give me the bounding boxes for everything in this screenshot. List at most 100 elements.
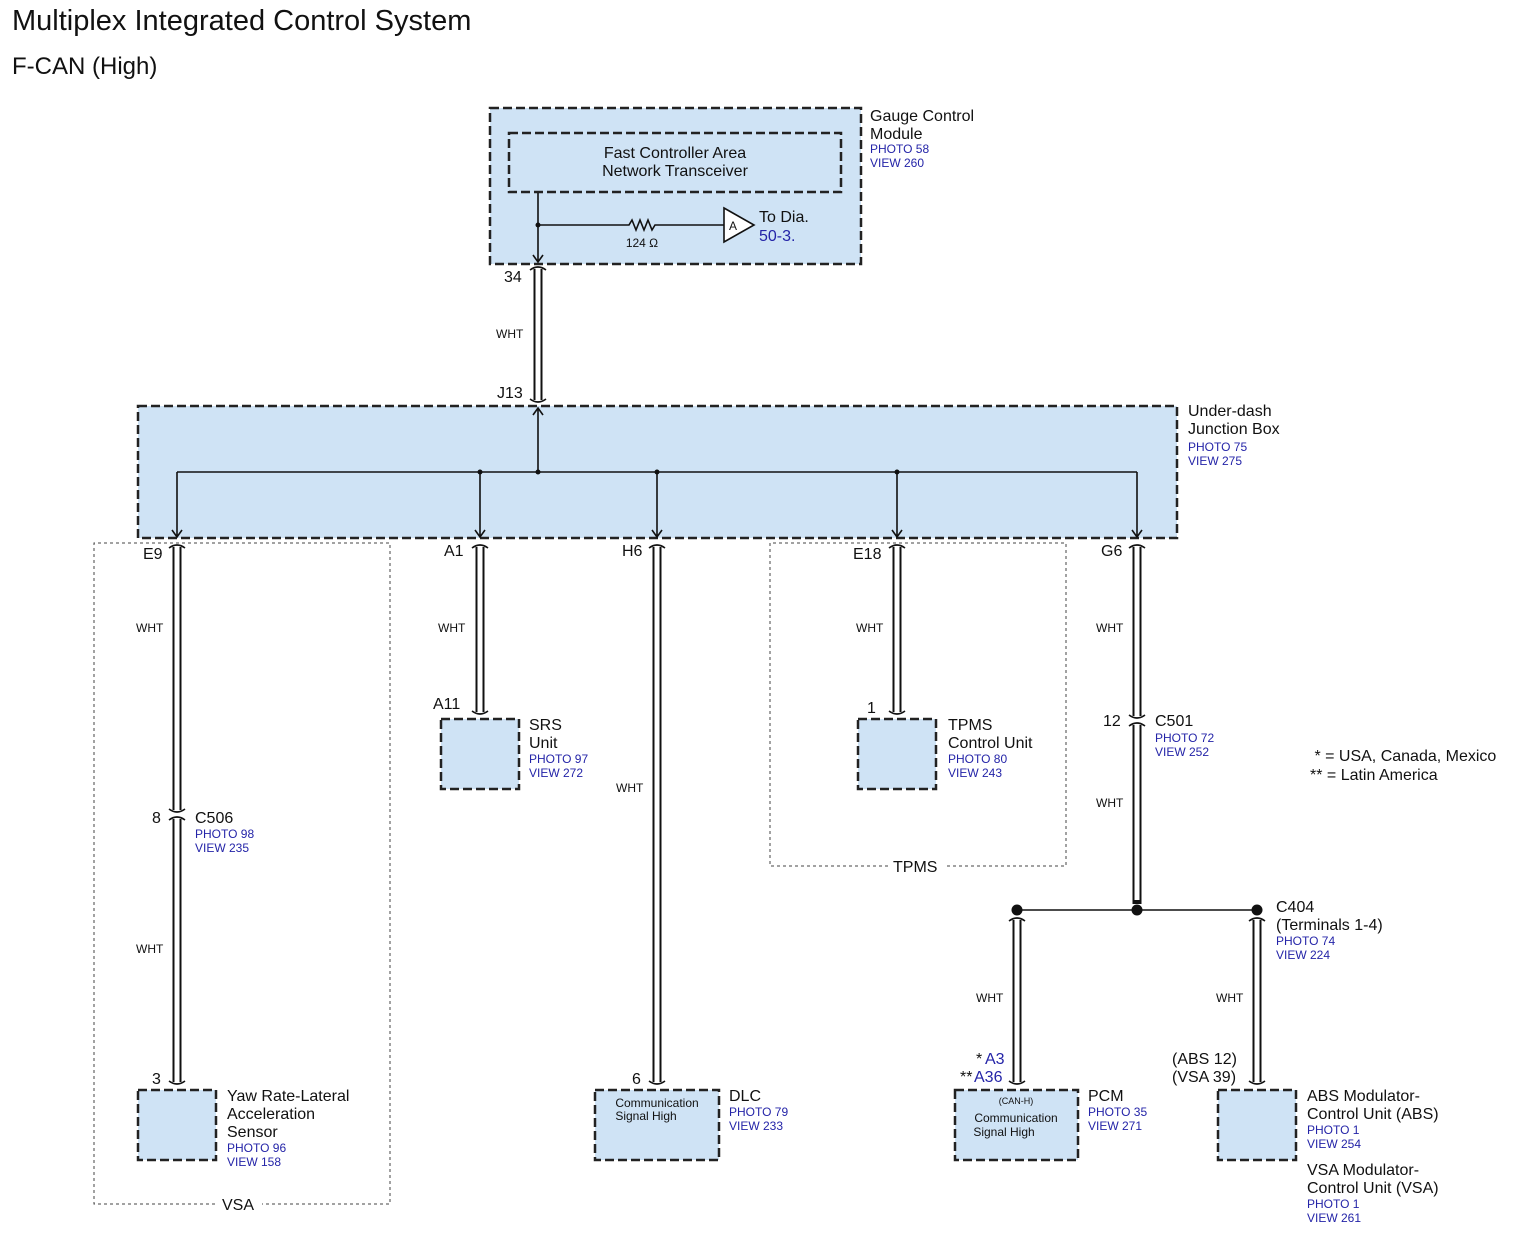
wire-g6-c501 xyxy=(1128,544,1146,719)
pcm-view-link[interactable]: VIEW 271 xyxy=(1088,1119,1142,1133)
gauge-photo-link[interactable]: PHOTO 58 xyxy=(870,142,929,156)
srs-view-link[interactable]: VIEW 272 xyxy=(529,766,583,780)
pin-a1: A1 xyxy=(444,543,464,560)
transceiver-label-2: Network Transceiver xyxy=(602,163,748,180)
tpms-photo-link[interactable]: PHOTO 80 xyxy=(948,752,1007,766)
c506-pin: 8 xyxy=(152,810,161,827)
tpms-control-unit-box xyxy=(856,717,938,791)
srs-name-2: Unit xyxy=(529,735,558,752)
resistor-label: 124 Ω xyxy=(626,236,658,250)
srs-photo-link[interactable]: PHOTO 97 xyxy=(529,752,588,766)
pcm-inner-tag: (CAN-H) xyxy=(999,1096,1034,1106)
vsa-group-outline xyxy=(93,542,391,1205)
wire-e18-tpms xyxy=(888,544,906,715)
junction-feed-line xyxy=(532,406,544,472)
yaw-name-2: Acceleration xyxy=(227,1106,315,1123)
c506-name: C506 xyxy=(195,810,233,827)
legend-line-2: ** = Latin America xyxy=(1310,767,1438,784)
connector-a-letter: A xyxy=(729,219,737,233)
to-dia-label: To Dia. xyxy=(759,209,809,226)
wire-color-label: WHT xyxy=(496,327,524,341)
srs-unit-box xyxy=(439,717,521,791)
pcm-photo-link[interactable]: PHOTO 35 xyxy=(1088,1105,1147,1119)
gauge-control-module-box xyxy=(488,106,863,266)
pin-g6: G6 xyxy=(1101,543,1122,560)
c501-view-link[interactable]: VIEW 252 xyxy=(1155,745,1209,759)
wire-e9-c506 xyxy=(168,544,186,813)
pcm-name: PCM xyxy=(1088,1088,1124,1105)
tpms-name-1: TPMS xyxy=(948,717,992,734)
wire-color-c506: WHT xyxy=(136,942,164,956)
pin-34: 34 xyxy=(504,269,522,286)
wire-c404-pcm xyxy=(1008,917,1026,1085)
pcm-inner-1: Communication xyxy=(974,1111,1057,1125)
page-title: Multiplex Integrated Control System xyxy=(12,5,471,37)
connector-a-triangle-icon xyxy=(723,206,756,244)
to-dia-link[interactable]: 50-3. xyxy=(759,228,795,245)
pin-e9: E9 xyxy=(143,546,163,563)
c506-view-link[interactable]: VIEW 235 xyxy=(195,841,249,855)
c404-terminals: (Terminals 1-4) xyxy=(1276,917,1383,934)
wire-h6-dlc xyxy=(648,544,666,1085)
pcm-box xyxy=(953,1088,1080,1162)
junction-view-link[interactable]: VIEW 275 xyxy=(1188,454,1242,468)
c404-view-link[interactable]: VIEW 224 xyxy=(1276,948,1330,962)
resistor-124-ohm xyxy=(538,217,724,233)
c404-photo-link[interactable]: PHOTO 74 xyxy=(1276,934,1335,948)
dlc-inner-2: Signal High xyxy=(615,1109,676,1123)
abs-modulator-box xyxy=(1216,1088,1298,1162)
dlc-photo-link[interactable]: PHOTO 79 xyxy=(729,1105,788,1119)
dlc-box xyxy=(593,1088,721,1162)
c404-dot-right xyxy=(1251,904,1263,916)
junction-name-2: Junction Box xyxy=(1188,421,1280,438)
dlc-name: DLC xyxy=(729,1088,761,1105)
abs-view-link[interactable]: VIEW 254 xyxy=(1307,1137,1361,1151)
wire-color-e18: WHT xyxy=(856,621,884,635)
junction-photo-link[interactable]: PHOTO 75 xyxy=(1188,440,1247,454)
c501-photo-link[interactable]: PHOTO 72 xyxy=(1155,731,1214,745)
srs-pin: A11 xyxy=(433,696,460,713)
wire-color-c501: WHT xyxy=(1096,796,1124,810)
tpms-view-link[interactable]: VIEW 243 xyxy=(948,766,1002,780)
c506-photo-link[interactable]: PHOTO 98 xyxy=(195,827,254,841)
gauge-name-1: Gauge Control xyxy=(870,108,974,125)
wire-color-e9: WHT xyxy=(136,621,164,635)
tpms-group-label: TPMS xyxy=(893,859,937,876)
wire-color-abs: WHT xyxy=(1216,991,1244,1005)
wire-color-pcm: WHT xyxy=(976,991,1004,1005)
wire-gauge-junction xyxy=(529,266,547,403)
yaw-pin: 3 xyxy=(152,1071,161,1088)
transceiver-label-1: Fast Controller Area xyxy=(604,145,746,162)
junction-dot xyxy=(535,222,541,228)
vsa-photo-link[interactable]: PHOTO 1 xyxy=(1307,1197,1360,1211)
wire-c506-yaw xyxy=(168,816,186,1085)
pcm-pin1-link[interactable]: A3 xyxy=(985,1051,1005,1068)
vsa-name-1: VSA Modulator- xyxy=(1307,1162,1419,1179)
yaw-sensor-box xyxy=(136,1088,218,1162)
branch-g6 xyxy=(1131,472,1143,539)
tpms-name-2: Control Unit xyxy=(948,735,1033,752)
gauge-view-link[interactable]: VIEW 260 xyxy=(870,156,924,170)
yaw-view-link[interactable]: VIEW 158 xyxy=(227,1155,281,1169)
branch-e9 xyxy=(171,472,183,539)
branch-h6 xyxy=(651,472,663,539)
yaw-name-1: Yaw Rate-Lateral xyxy=(227,1088,349,1105)
pcm-pin2-mark: ** xyxy=(960,1069,972,1086)
branch-a1 xyxy=(474,472,486,539)
wire-c501-c404 xyxy=(1128,722,1146,904)
c404-dot-center xyxy=(1131,904,1143,916)
vsa-group-label: VSA xyxy=(222,1197,254,1214)
c404-dot-left xyxy=(1011,904,1023,916)
yaw-photo-link[interactable]: PHOTO 96 xyxy=(227,1141,286,1155)
vsa-name-2: Control Unit (VSA) xyxy=(1307,1180,1439,1197)
bus-dot-feed xyxy=(535,469,541,475)
abs-photo-link[interactable]: PHOTO 1 xyxy=(1307,1123,1360,1137)
dlc-view-link[interactable]: VIEW 233 xyxy=(729,1119,783,1133)
vsa-view-link[interactable]: VIEW 261 xyxy=(1307,1211,1361,1225)
c404-name: C404 xyxy=(1276,899,1314,916)
abs-pin2: (VSA 39) xyxy=(1172,1069,1236,1086)
pcm-pin2-link[interactable]: A36 xyxy=(974,1069,1003,1086)
tpms-pin: 1 xyxy=(867,700,876,717)
wire-color-a1: WHT xyxy=(438,621,466,635)
